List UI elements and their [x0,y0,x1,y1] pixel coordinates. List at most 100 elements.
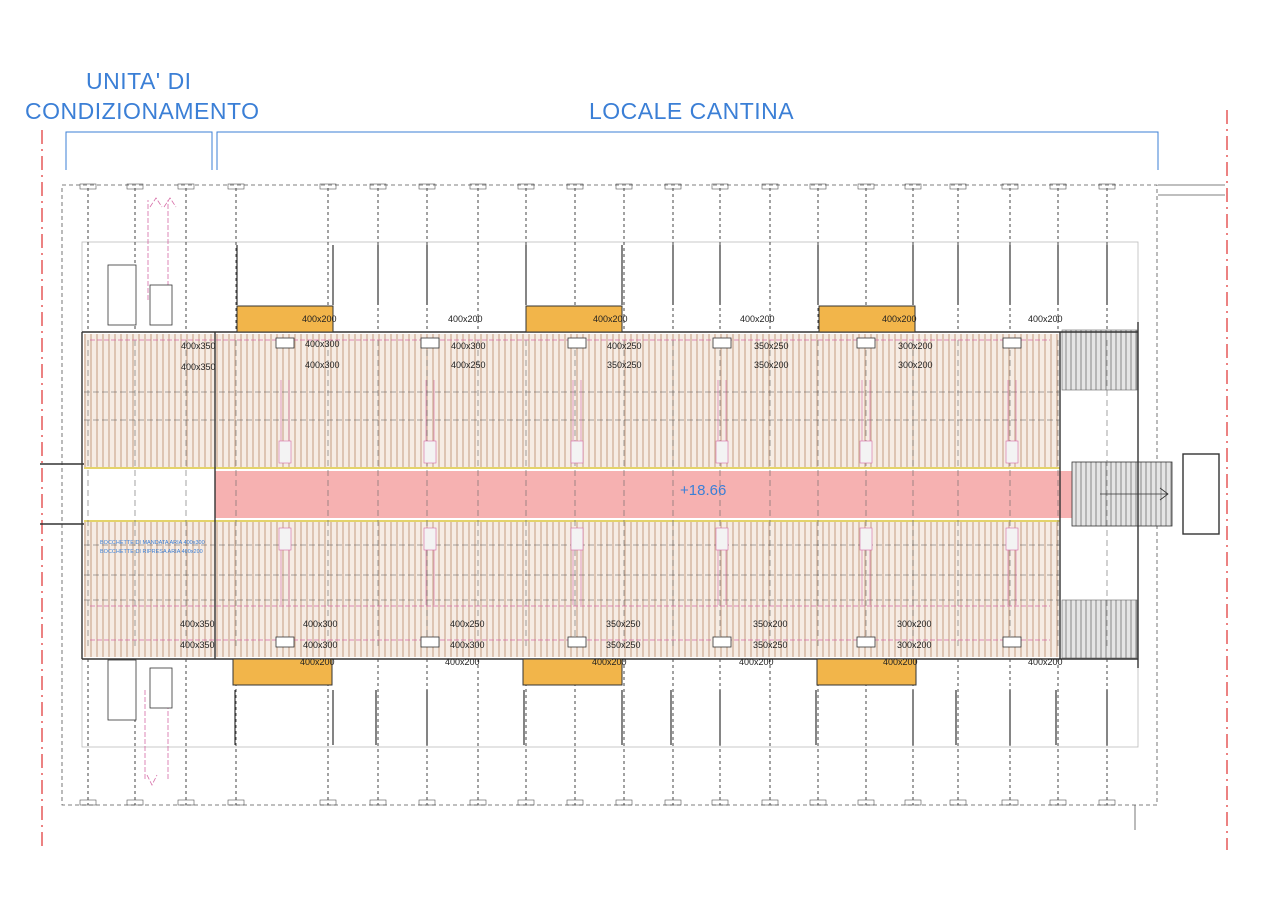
column-head [615,183,633,190]
diffuser-drop-top [423,440,437,464]
column-head [469,183,487,190]
column-head [615,799,633,806]
legend-return: BOCCHETTE DI RIPRESA ARIA 400x200 [100,549,203,555]
diffuser-bottom [712,636,732,648]
column-head [319,799,337,806]
column-head [227,183,245,190]
duct-label: 400x200 [882,314,917,324]
column-head [949,799,967,806]
column-head [904,183,922,190]
diffuser-drop-top [715,440,729,464]
duct-label: 350x200 [754,360,789,370]
diffuser-drop-bottom [570,527,584,551]
duct-label: 400x200 [739,657,774,667]
column-head [177,183,195,190]
column-head [1001,183,1019,190]
column-head [1098,183,1116,190]
duct-label: 400x200 [1028,314,1063,324]
duct-label: 400x200 [592,657,627,667]
diffuser-top [420,337,440,349]
column-head [517,799,535,806]
column-head [857,799,875,806]
diffuser-bottom [275,636,295,648]
duct-label: 300x200 [898,341,933,351]
duct-label: 400x200 [302,314,337,324]
central-corridor [215,471,1075,518]
title-brackets [65,131,1159,170]
column-head [227,799,245,806]
title-locale-cantina: LOCALE CANTINA [589,98,795,124]
column-head [904,799,922,806]
diffuser-drop-top [1005,440,1019,464]
diffuser-drop-bottom [278,527,292,551]
duct-label: 400x200 [593,314,628,324]
diffuser-bottom [567,636,587,648]
duct-label: 400x200 [1028,657,1063,667]
diffuser-drop-bottom [859,527,873,551]
column-head [126,799,144,806]
column-head [369,183,387,190]
duct-label: 300x200 [897,640,932,650]
orange-blocks [232,305,917,686]
duct-label: 400x200 [300,657,335,667]
duct-label: 400x300 [450,640,485,650]
column-head [126,183,144,190]
duct-label: 400x200 [445,657,480,667]
duct-label: 400x300 [305,360,340,370]
top-duct-labels: 400x200 400x200 400x200 400x200 400x200 … [181,314,1063,372]
column-head [79,183,97,190]
column-head [1049,799,1067,806]
duct-label: 350x250 [754,341,789,351]
column-head [418,799,436,806]
column-head [809,799,827,806]
column-head [566,799,584,806]
diffuser-drop-top [570,440,584,464]
column-head [566,183,584,190]
column-head [517,183,535,190]
duct-label: 300x200 [898,360,933,370]
diffuser-drop-top [278,440,292,464]
column-head [761,183,779,190]
diffuser-top [1002,337,1022,349]
duct-label: 350x250 [606,640,641,650]
column-head [79,799,97,806]
duct-label: 400x300 [303,640,338,650]
duct-label: 400x250 [607,341,642,351]
stair-top [1061,329,1138,391]
duct-label: 400x250 [450,619,485,629]
column-head [469,799,487,806]
duct-label: 350x250 [606,619,641,629]
duct-label: 350x200 [753,619,788,629]
duct-label: 400x350 [181,341,216,351]
duct-label: 400x200 [448,314,483,324]
diffuser-bottom [1002,636,1022,648]
duct-label: 400x200 [883,657,918,667]
column-head [1049,183,1067,190]
bottom-duct-labels: 400x350 400x350 400x300 400x300 400x250 … [180,619,1063,667]
column-head [711,799,729,806]
duct-label: 400x350 [181,362,216,372]
column-head [664,183,682,190]
duct-label: 400x300 [451,341,486,351]
elevation-label: +18.66 [680,482,726,499]
boundary-lines [41,110,1228,850]
column-head [664,799,682,806]
diffuser-top [567,337,587,349]
title-unita-line1: UNITA' DI [86,68,192,94]
duct-label: 400x350 [180,640,215,650]
duct-label: 400x300 [303,619,338,629]
column-head [1098,799,1116,806]
column-head [711,183,729,190]
diffuser-drop-top [859,440,873,464]
diffuser-top [856,337,876,349]
duct-label: 400x300 [305,339,340,349]
diffuser-drop-bottom [423,527,437,551]
stair-bottom [1061,599,1138,659]
column-head [369,799,387,806]
duct-label: 400x350 [180,619,215,629]
duct-label: 400x200 [740,314,775,324]
title-unita-line2: CONDIZIONAMENTO [25,98,260,124]
duct-label: 350x250 [753,640,788,650]
column-head [857,183,875,190]
